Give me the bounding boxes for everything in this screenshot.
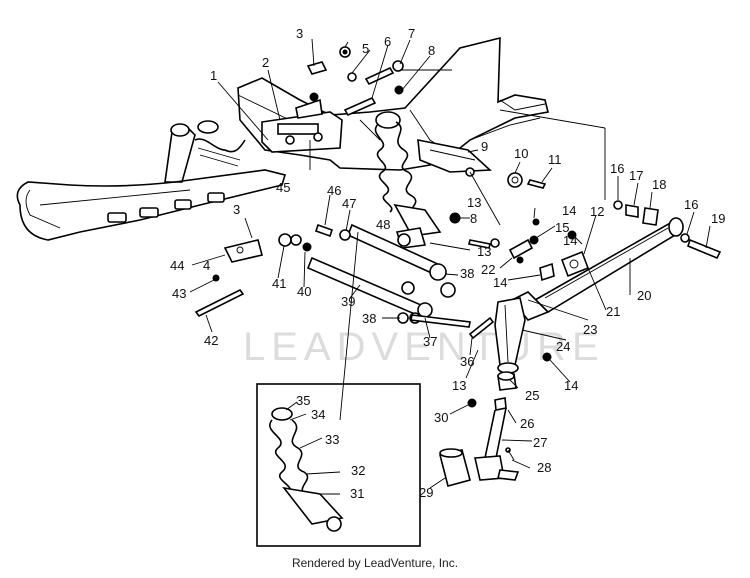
inset-shock-detail [256,383,421,547]
callout-19: 19 [711,211,725,226]
callout-13b: 13 [477,244,491,259]
main-shock [374,111,442,249]
callout-43: 43 [172,286,186,301]
callout-2: 2 [262,55,269,70]
footer-credit: Rendered by LeadVenture, Inc. [291,556,459,570]
callout-14d: 14 [564,378,578,393]
shock-mount-bracket [261,92,343,153]
callout-40: 40 [297,284,311,299]
callout-labels: 1 2 3 4 5 6 7 8 9 10 11 16 17 18 16 19 4… [170,26,725,501]
callout-25: 25 [525,388,539,403]
callout-9: 9 [481,139,488,154]
callout-12: 12 [590,204,604,219]
callout-38: 38 [460,266,474,281]
callout-14c: 14 [493,275,507,290]
callout-22: 22 [481,262,495,277]
callout-47: 47 [342,196,356,211]
callout-5: 5 [362,41,369,56]
callout-13: 13 [467,195,481,210]
watermark-text: LEADVENTURE [243,325,605,369]
callout-48: 48 [376,217,390,232]
callout-8: 8 [428,43,435,58]
callout-18: 18 [652,177,666,192]
lower-spindle-parts [439,371,520,487]
callout-17: 17 [629,168,643,183]
callout-3b: 3 [233,202,240,217]
callout-41: 41 [272,276,286,291]
callout-20: 20 [637,288,651,303]
callout-21: 21 [606,304,620,319]
top-hardware [306,46,404,117]
callout-4: 4 [203,258,210,273]
callout-45: 45 [276,180,290,195]
hardware-16-19 [613,200,722,260]
callout-34: 34 [311,407,325,422]
callout-27: 27 [533,435,547,450]
callout-32: 32 [351,463,365,478]
callout-6: 6 [384,34,391,49]
callout-39: 39 [341,294,355,309]
callout-26: 26 [520,416,534,431]
trailing-arm [510,217,684,321]
callout-1: 1 [210,68,217,83]
callout-35: 35 [296,393,310,408]
callout-8b: 8 [470,211,477,226]
callout-46: 46 [327,183,341,198]
callout-36: 36 [460,354,474,369]
callout-13c: 13 [452,378,466,393]
radius-rods [306,223,471,328]
callout-31: 31 [350,486,364,501]
callout-44: 44 [170,258,184,273]
callout-16b: 16 [684,197,698,212]
hardware-12-15-22 [468,218,577,282]
ski [16,169,287,241]
callout-14b: 14 [563,233,577,248]
ski-spindle-shock [164,120,246,183]
leader-lines [189,38,711,495]
callout-28: 28 [537,460,551,475]
callout-23: 23 [583,322,597,337]
callout-15: 15 [555,220,569,235]
callout-29: 29 [419,485,433,500]
callout-3: 3 [296,26,303,41]
callout-24: 24 [556,339,570,354]
callout-11: 11 [548,152,562,167]
callout-10: 10 [514,146,528,161]
callout-30: 30 [434,410,448,425]
part-9-arm [417,139,492,177]
callout-38b: 38 [362,311,376,326]
callout-42: 42 [204,333,218,348]
callout-37: 37 [423,334,437,349]
callout-14: 14 [562,203,576,218]
callout-7: 7 [408,26,415,41]
hardware-10-11 [507,172,547,189]
callout-16: 16 [610,161,624,176]
spindle-assembly [494,297,552,374]
left-mount-hardware [194,212,495,340]
callout-33: 33 [325,432,339,447]
